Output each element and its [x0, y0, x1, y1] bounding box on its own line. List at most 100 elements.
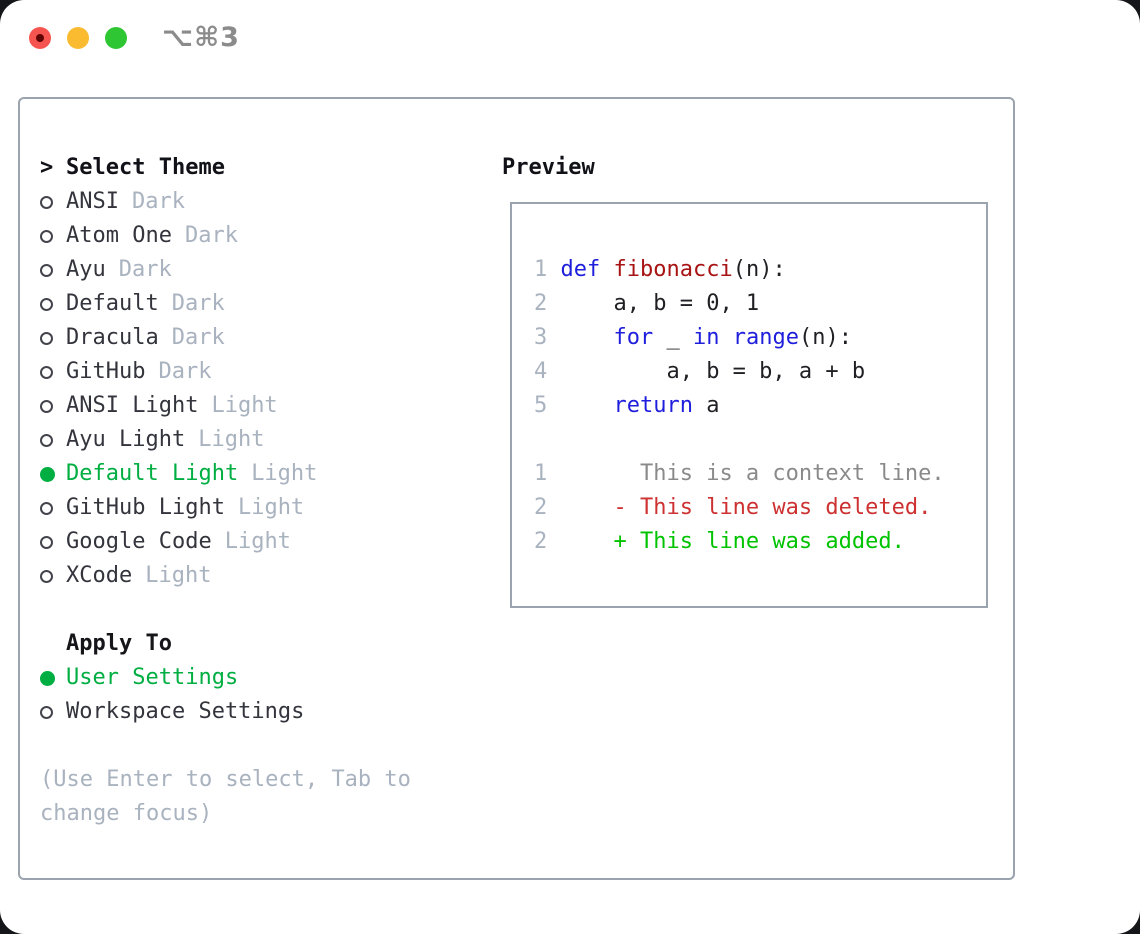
zoom-button[interactable]	[105, 27, 127, 49]
code-line: 1 def fibonacci(n):	[534, 253, 986, 287]
code-segment: + This line was added.	[560, 529, 905, 554]
radio-marker	[40, 670, 66, 686]
line-number: 5	[534, 393, 561, 418]
blank-line	[534, 423, 986, 457]
radio-icon	[40, 705, 53, 719]
spacer	[40, 593, 480, 627]
theme-variant-tag: Light	[198, 427, 265, 452]
minimize-button[interactable]	[67, 27, 89, 49]
close-focus-dot-icon	[36, 34, 44, 42]
code-line: 3 for _ in range(n):	[534, 321, 986, 355]
apply-option-workspace-settings[interactable]: Workspace Settings	[40, 695, 480, 729]
apply-option-label: Workspace Settings	[66, 699, 305, 724]
code-segment: This is a context line.	[560, 461, 945, 486]
theme-option-label: Default	[66, 291, 159, 316]
radio-icon	[40, 535, 53, 549]
theme-variant-tag: Dark	[118, 257, 172, 282]
theme-variant-tag: Dark	[171, 325, 225, 350]
code-segment	[719, 325, 732, 350]
theme-option-label: GitHub	[66, 359, 146, 384]
apply-option-user-settings[interactable]: User Settings	[40, 661, 480, 695]
line-number: 2	[534, 291, 561, 316]
theme-variant-tag: Dark	[131, 189, 185, 214]
apply-option-label: User Settings	[66, 665, 239, 690]
code-segment: - This line was deleted.	[560, 495, 932, 520]
radio-marker	[40, 229, 66, 243]
radio-icon	[40, 365, 53, 379]
theme-variant-tag: Dark	[184, 223, 238, 248]
line-number: 2	[534, 529, 561, 554]
theme-option-label: GitHub Light	[66, 495, 225, 520]
code-line: 2 a, b = 0, 1	[534, 287, 986, 321]
code-segment: _	[653, 325, 693, 350]
radio-icon	[40, 501, 53, 515]
theme-option-label: Atom One	[66, 223, 172, 248]
focus-caret-icon: >	[40, 155, 54, 180]
radio-icon	[40, 433, 53, 447]
radio-marker	[40, 705, 66, 719]
theme-option-label: ANSI Light	[66, 393, 199, 418]
line-number: 1	[534, 461, 561, 486]
close-button[interactable]	[29, 27, 51, 49]
code-line: 4 a, b = b, a + b	[534, 355, 986, 389]
theme-list-title-label: Select Theme	[66, 155, 225, 180]
radio-marker	[40, 569, 66, 583]
line-number: 2	[534, 495, 561, 520]
theme-option-github-light[interactable]: GitHub Light Light	[40, 491, 480, 525]
theme-variant-tag: Light	[251, 461, 318, 486]
radio-marker	[40, 195, 66, 209]
radio-icon	[40, 229, 53, 243]
line-number: 3	[534, 325, 561, 350]
radio-selected-icon	[40, 670, 55, 686]
code-segment: in	[692, 325, 720, 350]
radio-icon	[40, 399, 53, 413]
radio-icon	[40, 263, 53, 277]
theme-variant-tag: Light	[145, 563, 212, 588]
code-line: 5 return a	[534, 389, 986, 423]
apply-to-title: Apply To	[40, 627, 480, 661]
theme-option-github[interactable]: GitHub Dark	[40, 355, 480, 389]
radio-icon	[40, 297, 53, 311]
theme-variant-tag: Dark	[158, 359, 212, 384]
diff-deleted-line: 2 - This line was deleted.	[534, 491, 986, 525]
code-segment: a, b = 0, 1	[560, 291, 760, 316]
theme-option-label: Dracula	[66, 325, 159, 350]
code-segment	[561, 393, 614, 418]
code-segment: a	[692, 393, 720, 418]
spacer	[40, 729, 480, 763]
diff-added-line: 2 + This line was added.	[534, 525, 986, 559]
help-text: (Use Enter to select, Tab to change focu…	[40, 767, 411, 826]
code-segment: def	[560, 257, 601, 282]
titlebar: ⌥⌘3	[0, 0, 1140, 76]
radio-icon	[40, 195, 53, 209]
radio-icon	[40, 569, 53, 583]
code-segment: fibonacci	[613, 257, 733, 282]
radio-marker	[40, 399, 66, 413]
line-number: 4	[534, 359, 561, 384]
theme-option-dracula[interactable]: Dracula Dark	[40, 321, 480, 355]
theme-variant-tag: Light	[237, 495, 305, 520]
code-segment: for	[613, 325, 654, 350]
theme-option-label: Google Code	[66, 529, 212, 554]
radio-marker	[40, 331, 66, 345]
theme-list-title: > Select Theme	[40, 151, 480, 185]
radio-icon	[40, 331, 53, 345]
code-segment: (n):	[732, 257, 786, 282]
code-segment	[600, 257, 613, 282]
code-segment: a, b = b, a + b	[560, 359, 866, 384]
radio-marker	[40, 535, 66, 549]
theme-option-atom-one[interactable]: Atom One Dark	[40, 219, 480, 253]
